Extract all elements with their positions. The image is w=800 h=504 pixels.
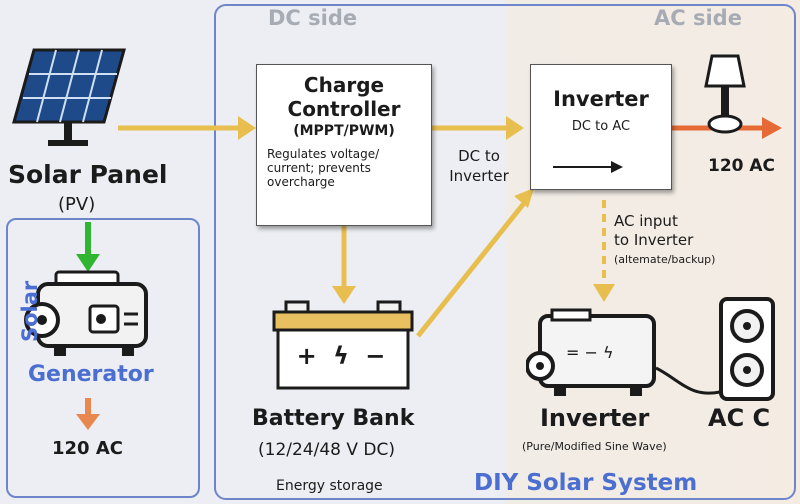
ac-side-label: AC side: [654, 6, 742, 30]
inverter-wave-arrow-icon: [553, 161, 623, 173]
generator-frame: [6, 218, 200, 498]
battery-desc: Energy storage: [276, 478, 383, 494]
svg-text:= − ϟ: = − ϟ: [566, 343, 614, 362]
arrow-battery-to-inverter: [416, 200, 527, 338]
solar-panel-title: Solar Panel: [8, 160, 168, 189]
battery-voltage: (12/24/48 V DC): [258, 440, 396, 460]
inverter-unit-icon: = − ϟ: [526, 308, 656, 396]
controller-desc-line3: overcharge: [267, 175, 335, 189]
inverter-title: Inverter: [553, 87, 649, 111]
inverter-box: Inverter DC to AC: [530, 64, 672, 190]
footer-title: DIY Solar System: [474, 470, 698, 496]
ac-outlet-label: AC C: [708, 404, 771, 432]
ac-input-note: AC input to Inverter (altemate/backup): [614, 212, 715, 269]
inverter-subtitle: DC to AC: [571, 119, 631, 134]
ac-input-line3: (altemate/backup): [614, 253, 716, 266]
battery-title: Battery Bank: [252, 406, 415, 431]
controller-desc-line1: Regulates voltage/: [267, 147, 380, 161]
inverter-unit-title: Inverter: [540, 404, 650, 432]
ac-outlet-icon: [719, 297, 775, 401]
generator-output: 120 AC: [52, 438, 123, 459]
generator-label-solar: Solar: [18, 280, 42, 342]
controller-title-line2: Controller: [287, 97, 401, 121]
solar-panel-subtitle: (PV): [58, 194, 96, 215]
lamp-icon: [704, 54, 746, 134]
controller-title-line1: Charge: [303, 73, 385, 97]
system-frame: [214, 4, 796, 500]
battery-symbols: + ϟ −: [296, 342, 390, 370]
charge-controller-box: Charge Controller (MPPT/PWM) Regulates v…: [256, 64, 432, 226]
dc-to-inverter-line2: Inverter: [449, 167, 509, 185]
generator-icon: [24, 270, 148, 356]
ac-input-line1: AC input: [614, 212, 678, 230]
controller-desc-line2: current; prevents: [267, 161, 371, 175]
battery-icon: [272, 300, 414, 390]
solar-panel-icon: [12, 48, 126, 146]
dc-to-inverter-label: DC to Inverter: [434, 146, 524, 186]
controller-mode: (MPPT/PWM): [293, 123, 395, 139]
dc-to-inverter-line1: DC to: [458, 147, 500, 165]
ac-input-line2: to Inverter: [614, 231, 694, 249]
inverter-output-label: 120 AC: [708, 156, 776, 176]
generator-label-generator: Generator: [28, 362, 154, 387]
dc-side-label: DC side: [268, 6, 358, 30]
inverter-unit-subtitle: (Pure/Modified Sine Wave): [522, 440, 667, 453]
